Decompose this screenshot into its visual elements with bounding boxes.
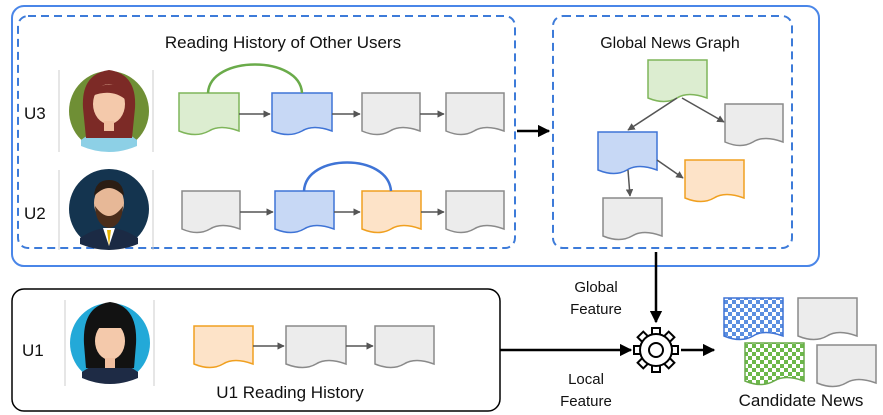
news-doc-orange-u2 xyxy=(361,190,422,234)
woman-avatar-icon xyxy=(69,70,149,152)
graph-edge xyxy=(627,97,678,131)
graph-edge xyxy=(625,169,634,197)
candidate-news-gray-1 xyxy=(797,297,858,341)
user-label-u2: U2 xyxy=(24,204,46,223)
global-feature-label-line2: Feature xyxy=(570,301,622,318)
news-doc-orange-u1 xyxy=(193,325,254,369)
news-doc-gray-u3-1 xyxy=(361,92,421,136)
graph-node-orange xyxy=(684,159,745,203)
co-click-link-green xyxy=(206,63,304,94)
other-users-title: Reading History of Other Users xyxy=(165,33,401,52)
local-feature-label-line1: Local xyxy=(568,371,604,388)
woman-avatar-icon xyxy=(70,302,150,384)
u1-history-title: U1 Reading History xyxy=(216,383,364,402)
other-users-outer-panel xyxy=(11,5,820,267)
news-doc-green-u3 xyxy=(178,92,240,136)
news-doc-gray-u1-2 xyxy=(374,325,435,369)
news-doc-gray-u3-2 xyxy=(445,92,505,136)
graph-node-green xyxy=(647,59,708,103)
co-click-link-blue xyxy=(302,161,393,192)
news-doc-blue-u3 xyxy=(271,92,333,136)
local-feature-label-line2: Feature xyxy=(560,393,612,410)
gear-icon xyxy=(633,327,679,373)
other-users-panel xyxy=(17,15,516,249)
candidate-news-label: Candidate News xyxy=(739,391,864,410)
user-label-u1: U1 xyxy=(22,341,44,360)
candidate-news-group xyxy=(723,297,877,388)
graph-node-gray-1 xyxy=(724,103,784,147)
bearded-man-avatar-icon xyxy=(69,169,149,250)
news-doc-blue-u2 xyxy=(274,190,335,234)
candidate-news-blue xyxy=(723,297,784,341)
candidate-news-green xyxy=(744,342,805,386)
graph-node-blue xyxy=(597,131,658,175)
news-doc-gray-u2-1 xyxy=(181,190,241,234)
news-doc-gray-u1-1 xyxy=(285,325,347,369)
candidate-news-gray-2 xyxy=(816,344,877,388)
news-doc-gray-u2-2 xyxy=(445,190,505,234)
global-feature-label-line1: Global xyxy=(574,279,617,296)
global-news-graph-title: Global News Graph xyxy=(600,35,740,52)
global-news-graph-panel xyxy=(552,15,793,249)
graph-edge xyxy=(656,159,684,179)
user-label-u3: U3 xyxy=(24,104,46,123)
graph-node-gray-2 xyxy=(602,197,663,241)
graph-edge xyxy=(681,97,725,123)
